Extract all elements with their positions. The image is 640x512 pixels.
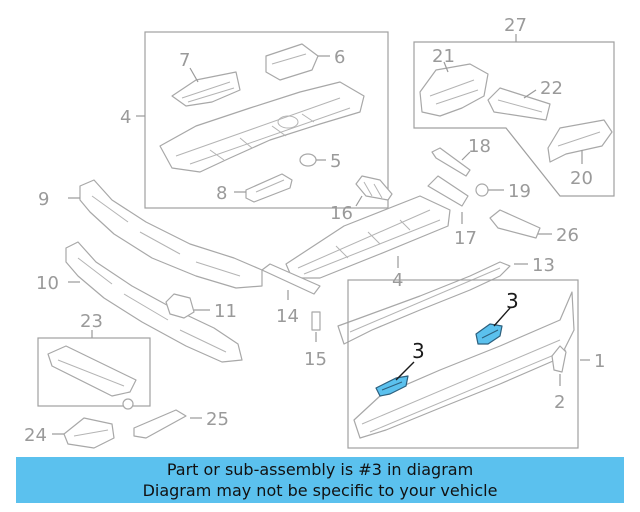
part-26: 26	[489, 209, 579, 246]
parts-diagram: 4 7 6 5 8 27	[24, 15, 615, 449]
banner-line-2: Diagram may not be specific to your vehi…	[142, 481, 498, 500]
group-box-23: 23	[37, 311, 151, 407]
callout-27: 27	[504, 15, 527, 36]
callout-23: 23	[80, 311, 103, 332]
callout-15: 15	[304, 349, 327, 370]
callout-12: 11	[214, 301, 237, 322]
callout-22: 22	[540, 78, 563, 99]
part-12: 11	[165, 293, 237, 322]
group-box-27: 27	[413, 15, 615, 197]
part-10: 9	[38, 179, 263, 289]
part-6: 5	[299, 151, 341, 172]
rocker-panel	[353, 291, 575, 439]
callout-25: 25	[206, 409, 229, 430]
callout-17: 17	[454, 228, 477, 249]
part-11: 10	[36, 241, 243, 363]
part-14: 14	[261, 263, 321, 327]
part-23	[47, 345, 137, 410]
callout-26: 26	[556, 225, 579, 246]
callout-3-rear: 3	[506, 289, 519, 313]
callout-11: 10	[36, 273, 59, 294]
callout-13: 13	[532, 255, 555, 276]
callout-24: 24	[24, 425, 47, 446]
callout-3-front: 3	[412, 339, 425, 363]
info-banner: Part or sub-assembly is #3 in diagram Di…	[16, 457, 624, 503]
part-18: 18	[431, 136, 491, 177]
part-3-front: 3	[375, 339, 425, 397]
part-24: 24	[24, 417, 115, 449]
callout-8: 7	[179, 50, 190, 71]
group-box-1: 1	[347, 279, 605, 449]
part-16: 16	[330, 175, 393, 224]
callout-10: 9	[38, 189, 49, 210]
callout-5: 4	[120, 107, 131, 128]
callout-7: 6	[334, 47, 345, 68]
callout-21: 21	[432, 46, 455, 67]
callout-19: 19	[508, 181, 531, 202]
part-22: 22	[487, 78, 563, 121]
part-2: 2	[551, 345, 567, 413]
callout-18: 18	[468, 136, 491, 157]
part-20: 20	[547, 119, 613, 189]
part-9: 8	[216, 173, 293, 204]
callout-6: 5	[330, 151, 341, 172]
callout-2: 2	[554, 392, 565, 413]
callout-16: 16	[330, 203, 353, 224]
part-4: 4	[285, 195, 451, 291]
part-15: 15	[304, 311, 327, 370]
callout-20: 20	[570, 168, 593, 189]
part-3-rear: 3	[475, 289, 519, 345]
part-19: 19	[475, 181, 531, 202]
part-8: 7	[171, 50, 241, 107]
floor-pan	[159, 81, 365, 173]
part-21: 21	[419, 46, 489, 117]
callout-14: 14	[276, 306, 299, 327]
callout-9: 8	[216, 183, 227, 204]
part-13: 13	[337, 255, 555, 345]
part-7: 6	[265, 43, 345, 81]
banner-line-1: Part or sub-assembly is #3 in diagram	[166, 460, 474, 479]
part-17: 17	[427, 175, 477, 249]
part-25: 25	[133, 409, 229, 439]
callout-1: 1	[594, 351, 605, 372]
group-box-5: 4	[120, 31, 389, 209]
